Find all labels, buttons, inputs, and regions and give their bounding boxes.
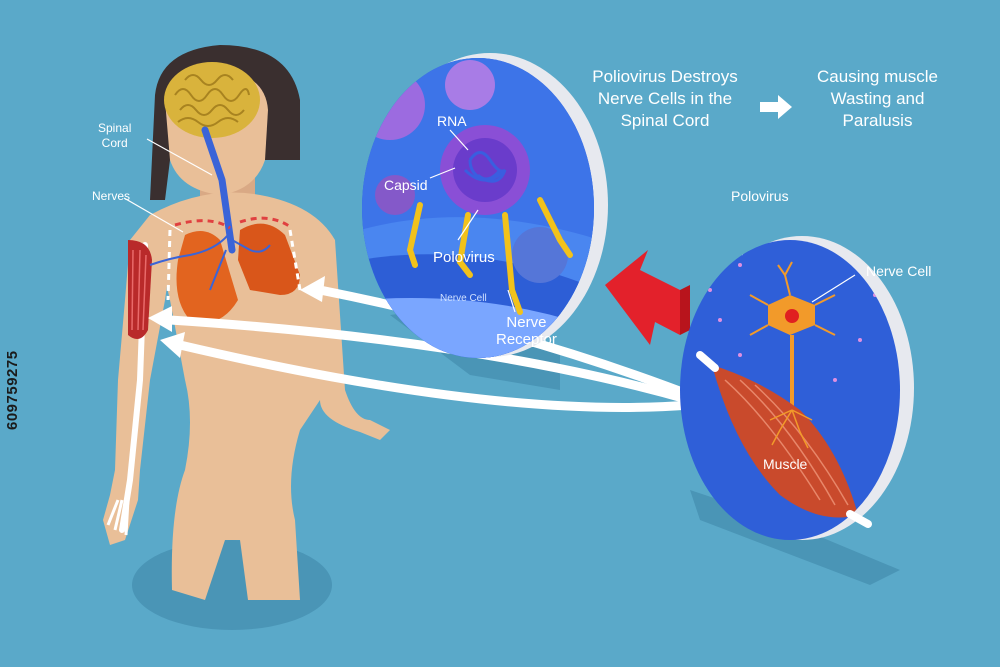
- spinal-cord-label: Spinal Cord: [98, 121, 131, 151]
- effect-line: Wasting and: [830, 89, 925, 108]
- muscle-polovirus-label: Polovirus: [731, 188, 789, 204]
- cause-line: Nerve Cells in the: [597, 89, 733, 108]
- nerve-receptor-label: Nerve Receptor: [496, 314, 557, 348]
- nerves-label: Nerves: [92, 189, 131, 203]
- tendon-top: [696, 351, 719, 372]
- nerve-receptor-line: Nerve: [506, 314, 547, 331]
- muscle-label: Muscle: [763, 456, 808, 472]
- brain: [164, 62, 260, 138]
- stock-id: 609759275: [4, 350, 21, 430]
- spinal-cord: [201, 126, 236, 254]
- effect-line: Causing muscle: [817, 67, 938, 86]
- cause-heading: Poliovirus Destroys Nerve Cells in the S…: [575, 66, 755, 132]
- muscle-nerve-cell-label: Nerve Cell: [866, 263, 932, 279]
- virus-nerve-cell-label: Nerve Cell: [440, 293, 487, 304]
- right-lung: [238, 223, 300, 295]
- body-floor-shadow: [132, 540, 332, 630]
- header-arrow: [760, 95, 792, 119]
- capsid-label: Capsid: [384, 177, 428, 193]
- tendon-bottom: [846, 510, 872, 528]
- effect-line: Paralusis: [842, 111, 913, 130]
- nerve-lines: [149, 234, 271, 291]
- human-figure: [103, 45, 390, 600]
- spinal-cord-label-line: Cord: [101, 136, 128, 150]
- spinal-cord-label-line: Spinal: [98, 121, 132, 135]
- effect-heading: Causing muscle Wasting and Paralusis: [800, 66, 955, 132]
- cause-line: Poliovirus Destroys: [592, 67, 738, 86]
- virus-magnifier: [362, 53, 608, 358]
- nerve-receptor-line: Receptor: [496, 331, 557, 348]
- cause-line: Spinal Cord: [620, 111, 710, 130]
- red-arrow: [605, 250, 680, 345]
- rna-label: RNA: [437, 113, 467, 129]
- polovirus-label: Polovirus: [433, 249, 495, 266]
- muscle-magnifier: [680, 236, 914, 540]
